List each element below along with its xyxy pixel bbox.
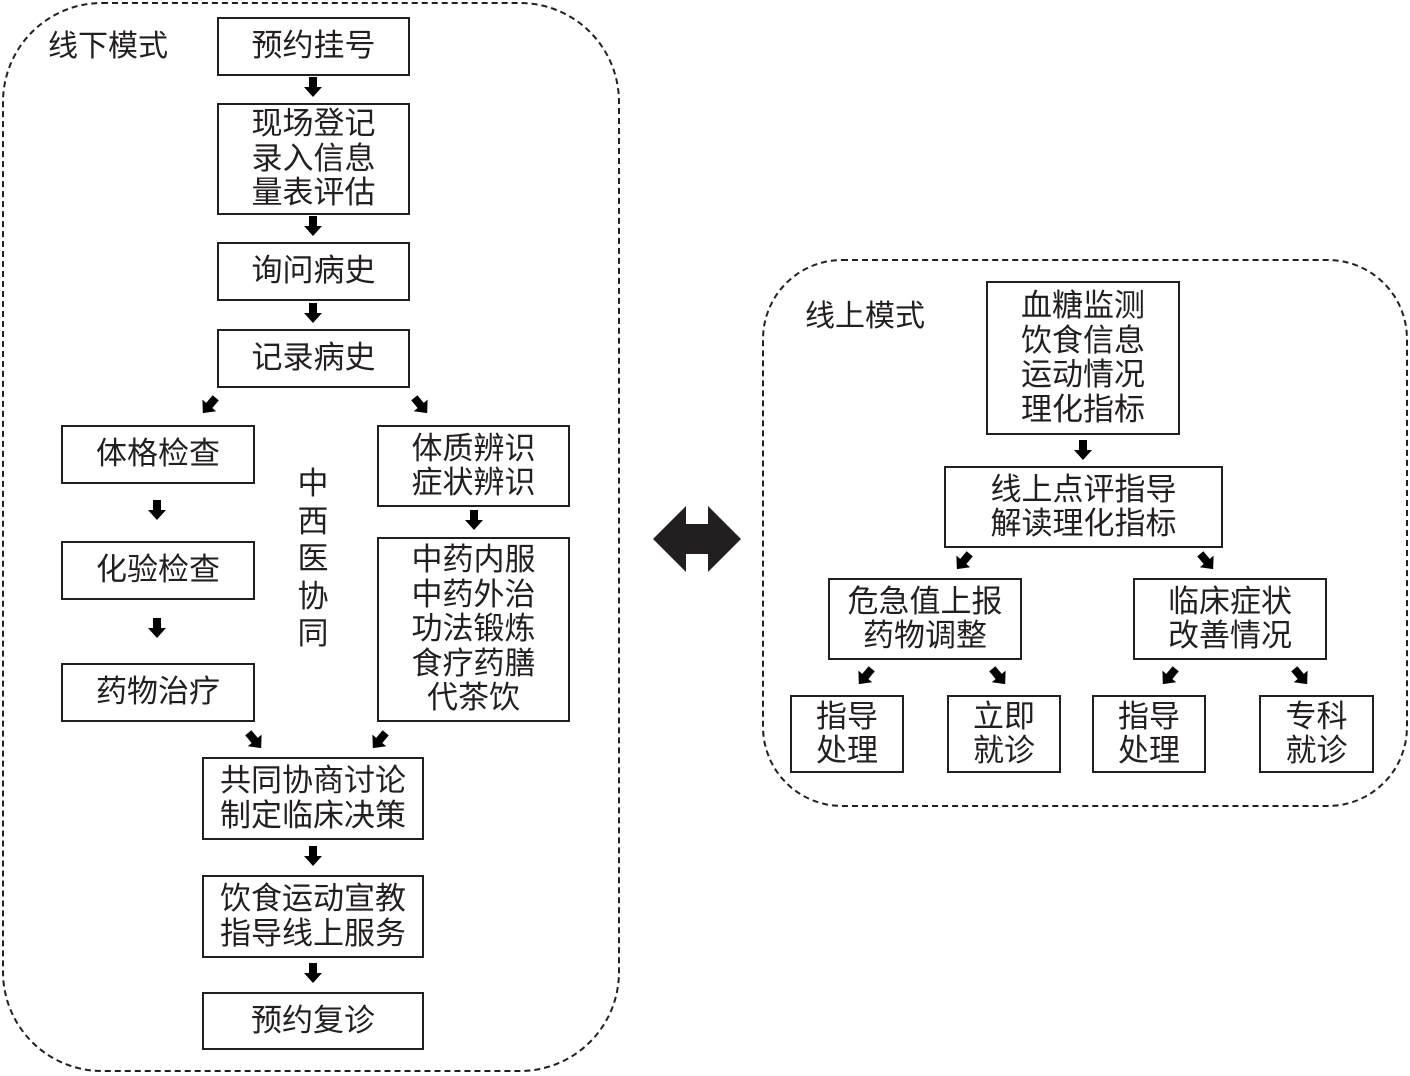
tcm-treatment-text: 中药内服中药外治功法锻炼食疗药膳代茶饮	[412, 543, 536, 716]
box-line: 运动情况	[1021, 357, 1145, 393]
followup-text: 预约复诊	[251, 1004, 375, 1039]
consultation-box: 共同协商讨论制定临床决策	[202, 757, 424, 840]
online-mode-label: 线上模式	[805, 299, 925, 334]
box-line: 功法锻炼	[411, 611, 536, 648]
box-line: 血糖监测	[1021, 288, 1145, 324]
drug-therapy-text: 药物治疗	[96, 675, 220, 710]
immediate-text: 立即就诊	[973, 698, 1035, 769]
guide-a-text: 指导处理	[816, 698, 878, 769]
box-line: 现场登记	[251, 106, 376, 143]
box-line: 代茶饮	[427, 680, 520, 717]
symptoms-box: 临床症状改善情况	[1133, 578, 1327, 660]
box-line: 化验检查	[96, 552, 220, 589]
integration-label-char: 医	[297, 541, 329, 577]
registration-box: 现场登记录入信息量表评估	[217, 103, 410, 215]
integration-label-char: 西	[297, 503, 329, 540]
specialist-text: 专科就诊	[1285, 698, 1348, 769]
consultation-text: 共同协商讨论制定临床决策	[220, 764, 406, 833]
box-line: 询问病史	[251, 253, 376, 290]
integration-label: 中西医协同	[296, 466, 330, 654]
box-line: 中药内服	[411, 542, 536, 579]
box-line: 药物治疗	[96, 674, 220, 711]
guide-b-box: 指导处理	[1092, 695, 1206, 773]
monitoring-box: 血糖监测饮食信息运动情况理化指标	[986, 281, 1180, 435]
box-line: 饮食信息	[1021, 322, 1145, 359]
box-line: 专科	[1285, 698, 1348, 735]
box-line: 食疗药膳	[411, 645, 536, 682]
box-line: 处理	[816, 733, 878, 769]
box-line: 就诊	[973, 733, 1035, 769]
physical-exam-box: 体格检查	[61, 425, 255, 484]
history-inquiry-text: 询问病史	[252, 254, 376, 289]
box-line: 预约复诊	[251, 1002, 375, 1039]
review-text: 线上点评指导解读理化指标	[990, 471, 1177, 542]
history-inquiry-box: 询问病史	[217, 242, 410, 301]
drug-therapy-box: 药物治疗	[61, 663, 255, 722]
offline-mode-label: 线下模式	[48, 29, 168, 64]
box-line: 解读理化指标	[990, 506, 1177, 542]
constitution-box: 体质辨识症状辨识	[377, 425, 570, 507]
education-text: 饮食运动宣教指导线上服务	[220, 882, 406, 951]
box-line: 理化指标	[1021, 391, 1145, 428]
guide-b-text: 指导处理	[1118, 698, 1180, 769]
immediate-box: 立即就诊	[947, 695, 1061, 773]
box-line: 录入信息	[251, 140, 376, 177]
appointment-text: 预约挂号	[252, 29, 376, 64]
lab-exam-text: 化验检查	[96, 553, 220, 588]
history-record-box: 记录病史	[217, 329, 410, 388]
tcm-treatment-box: 中药内服中药外治功法锻炼食疗药膳代茶饮	[377, 537, 570, 722]
box-line: 体质辨识	[411, 430, 536, 467]
physical-exam-text: 体格检查	[96, 437, 220, 472]
constitution-text: 体质辨识症状辨识	[411, 430, 536, 501]
symptoms-text: 临床症状改善情况	[1168, 583, 1292, 654]
appointment-box: 预约挂号	[217, 17, 410, 76]
integration-label-char: 协	[297, 578, 329, 615]
critical-box: 危急值上报药物调整	[828, 578, 1022, 660]
box-line: 线上点评指导	[990, 471, 1177, 508]
box-line: 临床症状	[1168, 583, 1292, 620]
box-line: 记录病史	[251, 340, 376, 377]
offline-mode-region	[2, 2, 620, 1072]
box-line: 立即	[973, 698, 1035, 735]
review-box: 线上点评指导解读理化指标	[944, 466, 1223, 548]
box-line: 指导线上服务	[220, 915, 406, 952]
box-line: 危急值上报	[847, 583, 1003, 620]
followup-box: 预约复诊	[202, 992, 424, 1050]
critical-text: 危急值上报药物调整	[847, 583, 1003, 654]
box-line: 指导	[1118, 698, 1180, 735]
integration-label-char: 中	[297, 466, 329, 502]
box-line: 预约挂号	[251, 28, 376, 65]
registration-text: 现场登记录入信息量表评估	[252, 107, 376, 211]
box-line: 制定临床决策	[220, 797, 406, 834]
specialist-box: 专科就诊	[1259, 695, 1374, 773]
box-line: 就诊	[1285, 733, 1348, 769]
integration-label-char: 同	[297, 616, 329, 652]
box-line: 共同协商讨论	[220, 763, 406, 799]
box-line: 中药外治	[411, 576, 536, 613]
lab-exam-box: 化验检查	[61, 541, 255, 600]
guide-a-box: 指导处理	[790, 695, 904, 773]
monitoring-text: 血糖监测饮食信息运动情况理化指标	[1021, 289, 1145, 427]
box-line: 饮食运动宣教	[220, 881, 406, 917]
box-line: 体格检查	[96, 436, 220, 473]
box-line: 量表评估	[251, 175, 376, 212]
double-headed-arrow-icon	[653, 506, 741, 572]
box-line: 改善情况	[1168, 618, 1292, 654]
box-line: 药物调整	[863, 618, 987, 654]
box-line: 处理	[1118, 733, 1180, 769]
box-line: 指导	[816, 698, 878, 735]
online-mode-region	[762, 259, 1408, 807]
education-box: 饮食运动宣教指导线上服务	[202, 875, 424, 958]
box-line: 症状辨识	[411, 465, 536, 501]
history-record-text: 记录病史	[252, 341, 376, 376]
